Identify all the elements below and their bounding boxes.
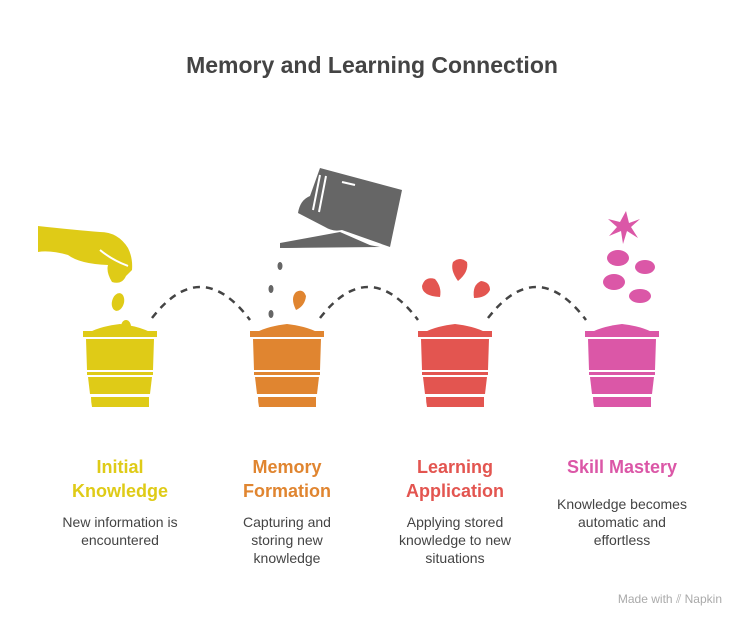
made-with-napkin-footer: Made with ⫽ Napkin	[617, 592, 722, 606]
leaves-icon	[422, 259, 490, 298]
stage-title: Skill Mastery	[566, 457, 678, 477]
connector-arc-1	[151, 285, 251, 321]
diagram-title: Memory and Learning Connection	[186, 52, 558, 78]
hand-icon	[38, 226, 133, 334]
connector-arc-3	[487, 285, 587, 321]
plant-pot-icon	[83, 324, 157, 407]
connector-arc-2	[319, 285, 419, 321]
sprout-leaf-icon	[293, 290, 306, 310]
plant-pot-icon	[418, 324, 492, 407]
napkin-logo-icon: ⫽	[675, 592, 682, 606]
flower-icon	[603, 211, 655, 303]
plant-pot-icon	[585, 324, 659, 407]
plant-pot-icon	[250, 324, 324, 407]
watering-can-icon	[268, 168, 402, 318]
